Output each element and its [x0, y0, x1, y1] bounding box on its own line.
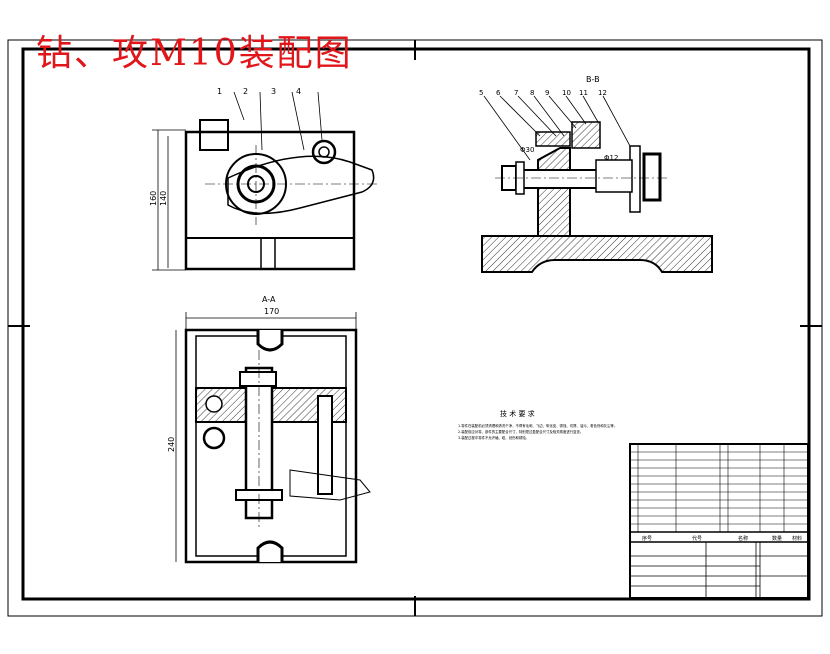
section-bb-title: B-B [586, 75, 600, 84]
outer-frame [7, 39, 823, 617]
part-label: 11 [579, 89, 588, 97]
bb-top-plate [535, 131, 571, 147]
top-view-base-plate [185, 237, 355, 270]
bb-column [537, 147, 571, 237]
aa-bottom-slot [256, 540, 284, 562]
drawing-title: 钻、攻M10装配图 [36, 33, 353, 74]
dimension-lines [152, 91, 323, 271]
parts-list-frame [629, 443, 809, 599]
aa-locator [202, 426, 226, 450]
parts-list-rows [630, 444, 808, 532]
section-bb [481, 95, 713, 273]
bb-leader-lines [483, 95, 631, 161]
aa-top-nut [239, 371, 277, 387]
parts-list-header-row [629, 531, 809, 543]
tech-heading: 技 术 要 求 [500, 409, 535, 418]
top-view-pin-inner [318, 146, 330, 158]
tech-line: 2.装配前应对零、部件的主要配合尺寸，特别是过盈配合尺寸及相关精度进行复查。 [458, 429, 583, 434]
header-cell: 名称 [738, 535, 748, 542]
header-cell: 材料 [792, 535, 802, 542]
part-label: 5 [479, 89, 483, 97]
aa-locator-hole [205, 395, 223, 413]
part-label: 12 [598, 89, 607, 97]
dim-dia-right: Φ12 [604, 154, 618, 162]
part-label: 2 [243, 87, 248, 96]
aa-dimension-lines [175, 312, 357, 562]
inner-frame [21, 47, 811, 601]
dim-dia-left: Φ30 [520, 146, 534, 154]
title-block [629, 443, 809, 599]
header-cell: 序号 [642, 535, 652, 542]
aa-pin [317, 395, 333, 495]
top-view-pin [311, 139, 337, 165]
section-aa-title: A-A [262, 295, 276, 304]
part-label: 10 [562, 89, 571, 97]
part-label: 1 [217, 87, 222, 96]
bb-hub [595, 159, 633, 193]
title-block-grid [630, 542, 808, 598]
bb-clamp-nut [571, 121, 601, 149]
tech-line: 3.装配过程中零件不允许磕、碰、划伤和锈蚀。 [458, 435, 529, 440]
bb-base [481, 235, 713, 273]
dim-height-inner: 140 [159, 191, 168, 206]
header-cell: 数量 [772, 535, 782, 542]
header-cell: 代号 [692, 535, 702, 542]
top-view-labels: 1 2 3 4 160 140 [149, 87, 301, 206]
section-aa [175, 312, 371, 564]
title-block-header: 序号 代号 名称 数量 材料 [642, 535, 802, 542]
section-aa-labels: A-A 170 240 [167, 295, 279, 452]
dim-height: 240 [167, 437, 176, 452]
tech-requirements: 技 术 要 求 1.零件在装配前必须清理和清洗干净，不得有毛刺、飞边、氧化皮、锈… [458, 409, 617, 440]
swing-plate [227, 155, 375, 215]
part-label: 8 [530, 89, 534, 97]
bb-knurled-knob [642, 152, 662, 202]
aa-bracket [289, 469, 371, 501]
top-view-clamp-block [199, 119, 229, 151]
top-view-slot [260, 237, 276, 270]
centering-marks [8, 40, 822, 616]
part-label: 9 [545, 89, 549, 97]
tech-line: 1.零件在装配前必须清理和清洗干净，不得有毛刺、飞边、氧化皮、锈蚀、切屑、油污、… [458, 423, 617, 428]
part-label: 7 [514, 89, 518, 97]
part-label: 3 [271, 87, 276, 96]
dim-width: 170 [264, 307, 279, 316]
dim-height-outer: 160 [149, 191, 158, 206]
aa-top-slot [256, 330, 284, 352]
part-label: 4 [296, 87, 301, 96]
section-bb-labels: B-B 5 6 7 8 9 10 11 12 Φ30 Φ12 [479, 75, 618, 162]
part-label: 6 [496, 89, 501, 97]
top-view [152, 91, 380, 271]
